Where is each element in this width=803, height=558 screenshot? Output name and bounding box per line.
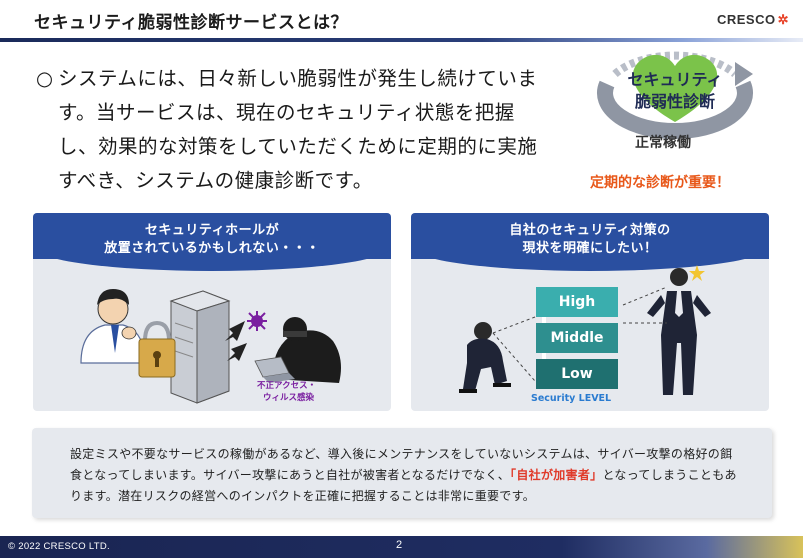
security-level-label: Security LEVEL [531, 393, 612, 404]
page-number: 2 [396, 539, 403, 551]
important-caption: 定期的な診断が重要！ [590, 175, 730, 191]
hacker-icon [254, 317, 341, 383]
logo-mark-icon: ✲ [777, 12, 789, 27]
card-title-line2: 現状を明確にしたい！ [522, 241, 658, 256]
card-title-line1: セキュリティホールが [144, 223, 280, 238]
intro-text: システムには、日々新しい脆弱性が発生し続けています。当サービスは、現在のセキュリ… [58, 67, 538, 192]
crouching-businessman-icon [459, 322, 511, 393]
server-icon [169, 290, 231, 404]
level-low: Low [536, 359, 618, 389]
emblem-line3: 正常稼働 [635, 135, 691, 151]
heart-icon [632, 54, 718, 122]
security-hole-illustration [80, 289, 341, 404]
security-level-card: 自社のセキュリティ対策の 現状を明確にしたい！ High [411, 213, 769, 411]
page-title: セキュリティ脆弱性診断サービスとは？ [34, 13, 348, 33]
summary-note: 設定ミスや不要なサービスの稼働があるなど、導入後にメンテナンスをしていないシステ… [32, 428, 772, 518]
note-text-part2: となってしまうこともあります。潜在リスクの経営へのインパクトを正確に把握すること… [70, 468, 737, 503]
card-title-line2: 放置されているかもしれない・・・ [104, 241, 320, 256]
cresco-logo: CRESCO✲ [717, 12, 789, 28]
note-highlight: 「自社が加害者」 [510, 468, 603, 482]
worried-person-icon [80, 289, 146, 364]
cycle-ring-icon [597, 51, 753, 139]
intro-paragraph: ○システムには、日々新しい脆弱性が発生し続けています。当サービスは、現在のセキュ… [36, 62, 541, 198]
padlock-icon [138, 320, 176, 378]
slide-footer: © 2022 CRESCO LTD. 2 [0, 536, 803, 558]
emblem-line2: 脆弱性診断 [634, 92, 715, 111]
intrusion-label-line2: ウィルス感染 [263, 393, 315, 403]
intrusion-label-line1: 不正アクセス・ [257, 381, 317, 391]
note-text-part1: 設定ミスや不要なサービスの稼働があるなど、導入後にメンテナンスをしていないシステ… [70, 447, 733, 482]
logo-text: CRESCO [716, 12, 776, 27]
slide-header: セキュリティ脆弱性診断サービスとは？ CRESCO✲ [0, 0, 803, 42]
attack-arrows-icon [225, 321, 247, 361]
header-rule [0, 38, 803, 42]
level-middle: Middle [536, 323, 618, 353]
virus-icon [247, 311, 267, 331]
security-hole-card: セキュリティホールが 放置されているかもしれない・・・ [33, 213, 391, 411]
card-title-line1: 自社のセキュリティ対策の [509, 223, 671, 238]
copyright: © 2022 CRESCO LTD. [8, 541, 110, 552]
diagnosis-emblem: セキュリティ 脆弱性診断 正常稼働 [575, 44, 775, 164]
level-high: High [536, 287, 618, 317]
bullet-circle-icon: ○ [36, 67, 54, 90]
emblem-line1: セキュリティ [627, 70, 723, 89]
confident-businessman-icon [647, 265, 711, 395]
